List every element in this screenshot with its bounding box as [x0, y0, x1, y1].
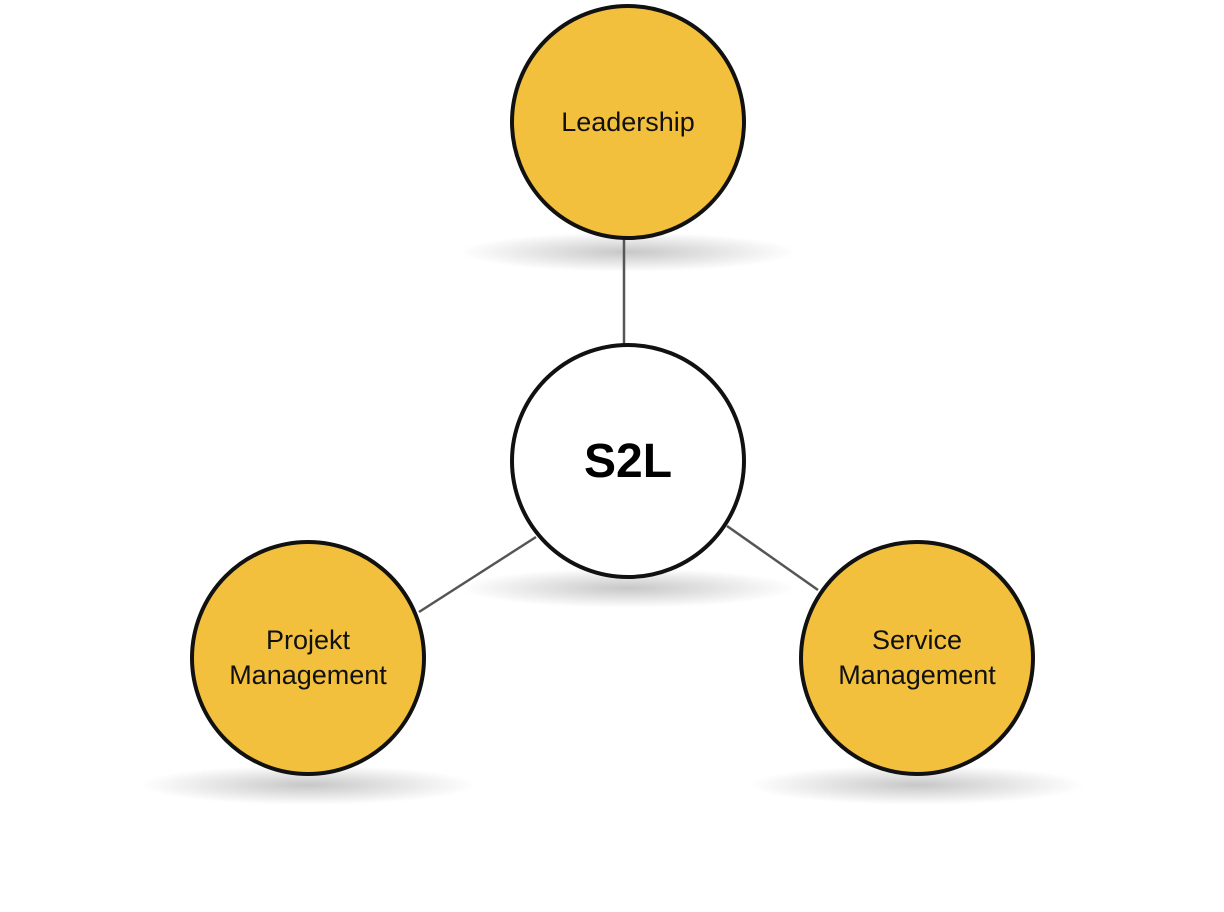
node-projekt-management[interactable]: Projekt Management: [190, 540, 426, 776]
node-service-line2: Management: [838, 660, 996, 690]
node-center-s2l[interactable]: S2L: [510, 343, 746, 579]
node-projekt-label: Projekt Management: [229, 623, 387, 693]
node-leadership-label: Leadership: [561, 106, 695, 137]
node-leadership[interactable]: Leadership: [510, 4, 746, 240]
connector-service: [726, 524, 819, 592]
node-service-line1: Service: [871, 625, 962, 655]
node-service-label: Service Management: [838, 623, 996, 693]
node-projekt-line1: Projekt: [265, 625, 351, 655]
connector-projekt: [418, 535, 537, 614]
node-service-management[interactable]: Service Management: [799, 540, 1035, 776]
center-label: S2L: [583, 434, 673, 488]
node-projekt-line2: Management: [229, 660, 387, 690]
